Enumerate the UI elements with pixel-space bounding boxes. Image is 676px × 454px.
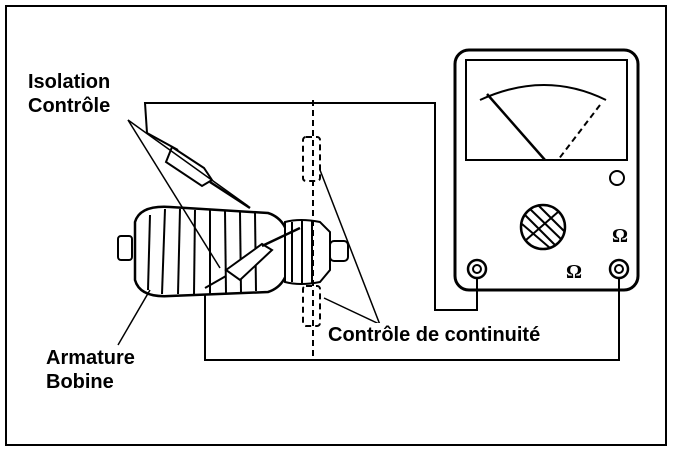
test-lead-wires: [143, 102, 620, 361]
armature-label-line1: Armature: [46, 347, 135, 369]
isolation-label-line1: Isolation: [28, 71, 111, 93]
isolation-test-label: Isolation Contrôle: [28, 70, 110, 118]
dashed-probes: [302, 100, 321, 360]
armature-coil-label: Armature Bobine: [46, 346, 135, 394]
isolation-label-line2: Contrôle: [28, 95, 111, 117]
ohm-symbol-right: Ω: [612, 225, 629, 247]
ohm-symbol-bottom: Ω: [566, 261, 583, 283]
meter-terminal-left: [466, 258, 488, 280]
test-probe-icon: [146, 132, 251, 210]
range-knob-icon: [519, 203, 567, 251]
armature-label-line2: Bobine: [46, 371, 114, 393]
continuity-probe-icon: [204, 226, 301, 289]
ohmmeter-icon: [453, 48, 640, 292]
continuity-test-label: Contrôle de continuité: [326, 323, 543, 347]
meter-terminal-right: [608, 258, 630, 280]
